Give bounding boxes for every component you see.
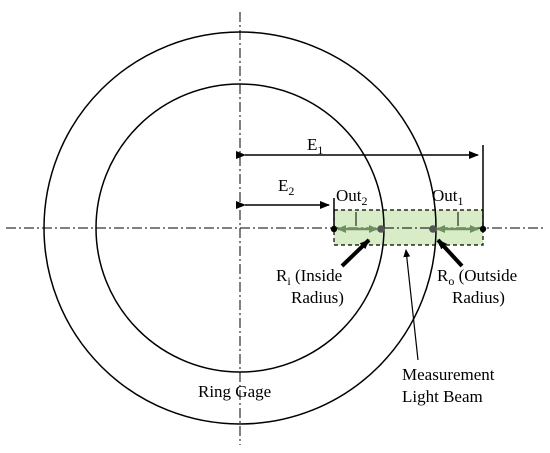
ro-label-line2: Radius) [452,288,505,307]
ri-label: Ri (Inside [276,266,342,288]
ro-pointer-arrow [436,238,464,268]
e1-label: E1 [307,135,323,157]
beam-label-line1: Measurement [402,365,495,384]
e2-label: E2 [278,176,294,198]
ri-pointer-arrow [340,238,371,268]
ro-label: Ro (Outside [437,266,517,288]
ring-gage-label: Ring Gage [198,382,271,401]
ro-point [429,225,437,233]
e1-point [479,225,487,233]
out1-label: Out1 [432,186,464,208]
ri-point [377,225,385,233]
ri-label-line2: Radius) [291,288,344,307]
beam-label-line2: Light Beam [402,387,483,406]
e2-point [330,225,338,233]
out2-label: Out2 [336,186,368,208]
beam-pointer-arrow [403,249,419,361]
